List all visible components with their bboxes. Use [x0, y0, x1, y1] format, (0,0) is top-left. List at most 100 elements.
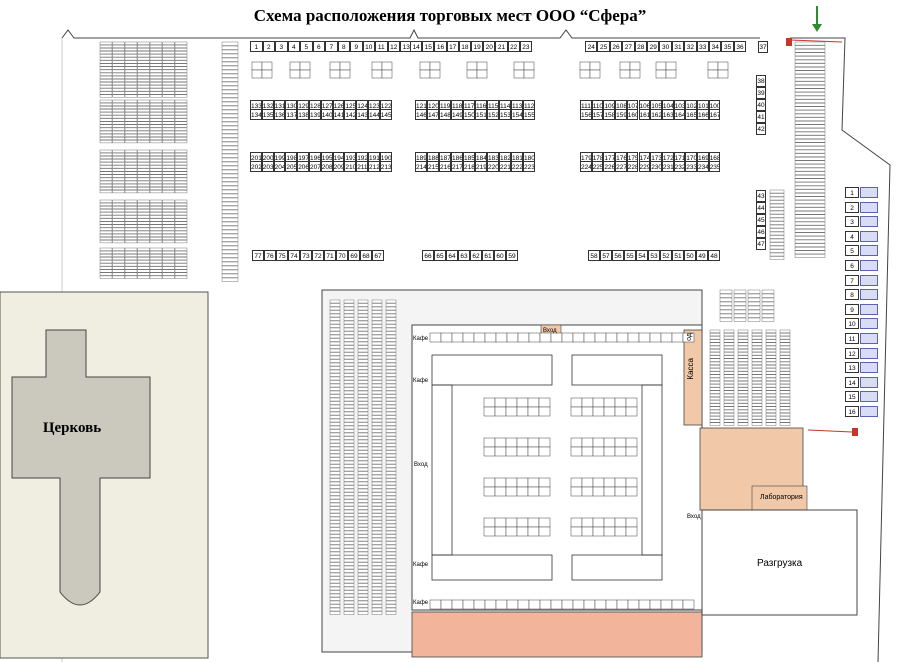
- stall-165[interactable]: 165: [685, 109, 697, 120]
- stall-213[interactable]: 213: [379, 161, 392, 172]
- stall-14[interactable]: 14: [410, 41, 423, 52]
- stall-155[interactable]: 155: [523, 109, 535, 120]
- stall-65[interactable]: 65: [434, 250, 446, 261]
- stall-146[interactable]: 146: [415, 109, 427, 120]
- stall-18[interactable]: 18: [458, 41, 471, 52]
- stall-206[interactable]: 206: [297, 161, 309, 172]
- stall-135[interactable]: 135: [261, 109, 274, 120]
- stall-11[interactable]: 11: [375, 41, 388, 52]
- stall-225[interactable]: 225: [591, 161, 604, 172]
- stall-2[interactable]: 2: [262, 41, 275, 52]
- stall-210[interactable]: 210: [344, 161, 357, 172]
- stall-8[interactable]: 8: [337, 41, 350, 52]
- stall-45[interactable]: 45: [756, 214, 766, 226]
- stall-151[interactable]: 151: [475, 109, 487, 120]
- stall-216[interactable]: 216: [439, 161, 451, 172]
- stall-right-13[interactable]: 13: [845, 362, 859, 374]
- stall-157[interactable]: 157: [591, 109, 604, 120]
- stall-203[interactable]: 203: [261, 161, 274, 172]
- stall-202[interactable]: 202: [250, 161, 262, 172]
- stall-56[interactable]: 56: [612, 250, 624, 261]
- stall-46[interactable]: 46: [756, 226, 766, 238]
- stall-140[interactable]: 140: [320, 109, 333, 120]
- stall-231[interactable]: 231: [661, 161, 674, 172]
- stall-77[interactable]: 77: [252, 250, 264, 261]
- stall-35[interactable]: 35: [721, 41, 734, 52]
- stall-4[interactable]: 4: [287, 41, 300, 52]
- stall-right-14[interactable]: 14: [845, 376, 859, 388]
- stall-50[interactable]: 50: [684, 250, 696, 261]
- stall-3[interactable]: 3: [275, 41, 288, 52]
- stall-209[interactable]: 209: [332, 161, 345, 172]
- stall-205[interactable]: 205: [285, 161, 298, 172]
- stall-right-11[interactable]: 11: [845, 333, 859, 344]
- stall-15[interactable]: 15: [422, 41, 435, 52]
- stall-219[interactable]: 219: [475, 161, 487, 172]
- stall-215[interactable]: 215: [427, 161, 439, 172]
- stall-153[interactable]: 153: [499, 109, 511, 120]
- stall-38[interactable]: 38: [756, 75, 766, 87]
- stall-59[interactable]: 59: [506, 250, 518, 261]
- stall-right-5[interactable]: 5: [845, 245, 859, 257]
- stall-40[interactable]: 40: [756, 99, 766, 111]
- stall-30[interactable]: 30: [659, 41, 672, 52]
- stall-134[interactable]: 134: [250, 109, 262, 120]
- stall-6[interactable]: 6: [312, 41, 325, 52]
- stall-66[interactable]: 66: [422, 250, 434, 261]
- stall-right-2[interactable]: 2: [845, 201, 859, 213]
- stall-166[interactable]: 166: [697, 109, 709, 120]
- stall-67[interactable]: 67: [372, 250, 384, 261]
- stall-32[interactable]: 32: [684, 41, 697, 52]
- stall-222[interactable]: 222: [511, 161, 523, 172]
- stall-24[interactable]: 24: [585, 41, 598, 52]
- stall-227[interactable]: 227: [615, 161, 627, 172]
- stall-62[interactable]: 62: [470, 250, 482, 261]
- stall-19[interactable]: 19: [471, 41, 484, 52]
- stall-right-10[interactable]: 10: [845, 318, 859, 330]
- stall-22[interactable]: 22: [507, 41, 520, 52]
- stall-152[interactable]: 152: [487, 109, 499, 120]
- stall-75[interactable]: 75: [276, 250, 288, 261]
- stall-47[interactable]: 47: [756, 238, 766, 250]
- stall-228[interactable]: 228: [626, 161, 639, 172]
- stall-226[interactable]: 226: [603, 161, 616, 172]
- stall-211[interactable]: 211: [356, 161, 368, 172]
- stall-167[interactable]: 167: [708, 109, 721, 120]
- stall-52[interactable]: 52: [660, 250, 672, 261]
- stall-17[interactable]: 17: [446, 41, 459, 52]
- stall-55[interactable]: 55: [624, 250, 636, 261]
- stall-230[interactable]: 230: [650, 161, 662, 172]
- stall-49[interactable]: 49: [696, 250, 708, 261]
- stall-64[interactable]: 64: [446, 250, 458, 261]
- stall-162[interactable]: 162: [650, 109, 662, 120]
- stall-right-12[interactable]: 12: [845, 347, 859, 359]
- stall-61[interactable]: 61: [482, 250, 494, 261]
- stall-12[interactable]: 12: [387, 41, 400, 52]
- stall-39[interactable]: 39: [756, 87, 766, 99]
- stall-207[interactable]: 207: [309, 161, 321, 172]
- stall-right-3[interactable]: 3: [845, 216, 859, 228]
- stall-217[interactable]: 217: [451, 161, 463, 172]
- stall-44[interactable]: 44: [756, 202, 766, 214]
- stall-26[interactable]: 26: [609, 41, 623, 52]
- stall-right-6[interactable]: 6: [845, 260, 859, 271]
- stall-76[interactable]: 76: [264, 250, 276, 261]
- stall-20[interactable]: 20: [483, 41, 496, 52]
- stall-5[interactable]: 5: [300, 41, 313, 52]
- stall-21[interactable]: 21: [495, 41, 508, 52]
- stall-148[interactable]: 148: [439, 109, 451, 120]
- stall-29[interactable]: 29: [647, 41, 660, 52]
- stall-232[interactable]: 232: [673, 161, 686, 172]
- stall-10[interactable]: 10: [362, 41, 375, 52]
- stall-164[interactable]: 164: [673, 109, 686, 120]
- stall-53[interactable]: 53: [648, 250, 660, 261]
- stall-138[interactable]: 138: [297, 109, 309, 120]
- stall-48[interactable]: 48: [708, 250, 720, 261]
- stall-212[interactable]: 212: [368, 161, 380, 172]
- stall-42[interactable]: 42: [756, 123, 766, 135]
- stall-right-9[interactable]: 9: [845, 303, 859, 315]
- stall-159[interactable]: 159: [615, 109, 627, 120]
- stall-right-4[interactable]: 4: [845, 230, 859, 242]
- stall-160[interactable]: 160: [626, 109, 639, 120]
- stall-145[interactable]: 145: [379, 109, 392, 120]
